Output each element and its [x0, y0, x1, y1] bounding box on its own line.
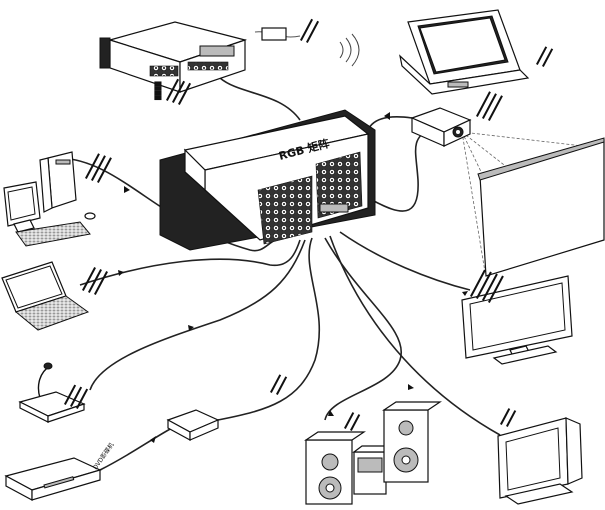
- laptop: [1, 261, 90, 331]
- crt-monitor: [497, 417, 583, 505]
- conference-microphone: [18, 362, 86, 423]
- wireless-signal-icon: [339, 33, 360, 67]
- lcd-monitor: [461, 275, 573, 365]
- cable-converter-matrix: [217, 237, 320, 421]
- arrow-marker: [408, 384, 414, 390]
- desktop-computer: [3, 151, 96, 247]
- arrow-marker: [124, 186, 130, 193]
- speaker-system: [304, 401, 442, 505]
- dvd-label: DVD影碟机: [91, 441, 115, 471]
- cable-dvd-converter: [99, 427, 173, 471]
- cable-matrix-lcd: [339, 231, 471, 291]
- dvd-player: DVD影碟机: [4, 441, 116, 502]
- cable-matrix-right: [371, 127, 431, 212]
- cable-processor-matrix: [219, 77, 301, 121]
- converter-box: [166, 409, 220, 442]
- arrow-marker: [150, 436, 156, 443]
- arrow-marker: [188, 325, 194, 331]
- arrow-marker: [384, 112, 390, 120]
- projector: [410, 107, 472, 147]
- rgb-matrix-switcher: RGB 矩阵: [159, 109, 376, 251]
- arrow-marker: [328, 410, 334, 416]
- projection-screen: [461, 131, 605, 277]
- cable-laptop-matrix: [79, 239, 301, 286]
- microphone-icon: [43, 362, 53, 370]
- cable-matrix-speakers: [324, 237, 403, 421]
- cable-mic-matrix: [89, 239, 306, 391]
- touch-panel: [399, 9, 530, 95]
- mouse-icon: [84, 212, 96, 220]
- cable-matrix-crt: [329, 235, 501, 436]
- device-label-blocks: [64, 18, 554, 431]
- rack-processor: ████: [99, 21, 360, 101]
- arrow-marker: [462, 291, 468, 296]
- svg-text:████: ████: [154, 81, 162, 101]
- arrow-marker: [118, 270, 124, 276]
